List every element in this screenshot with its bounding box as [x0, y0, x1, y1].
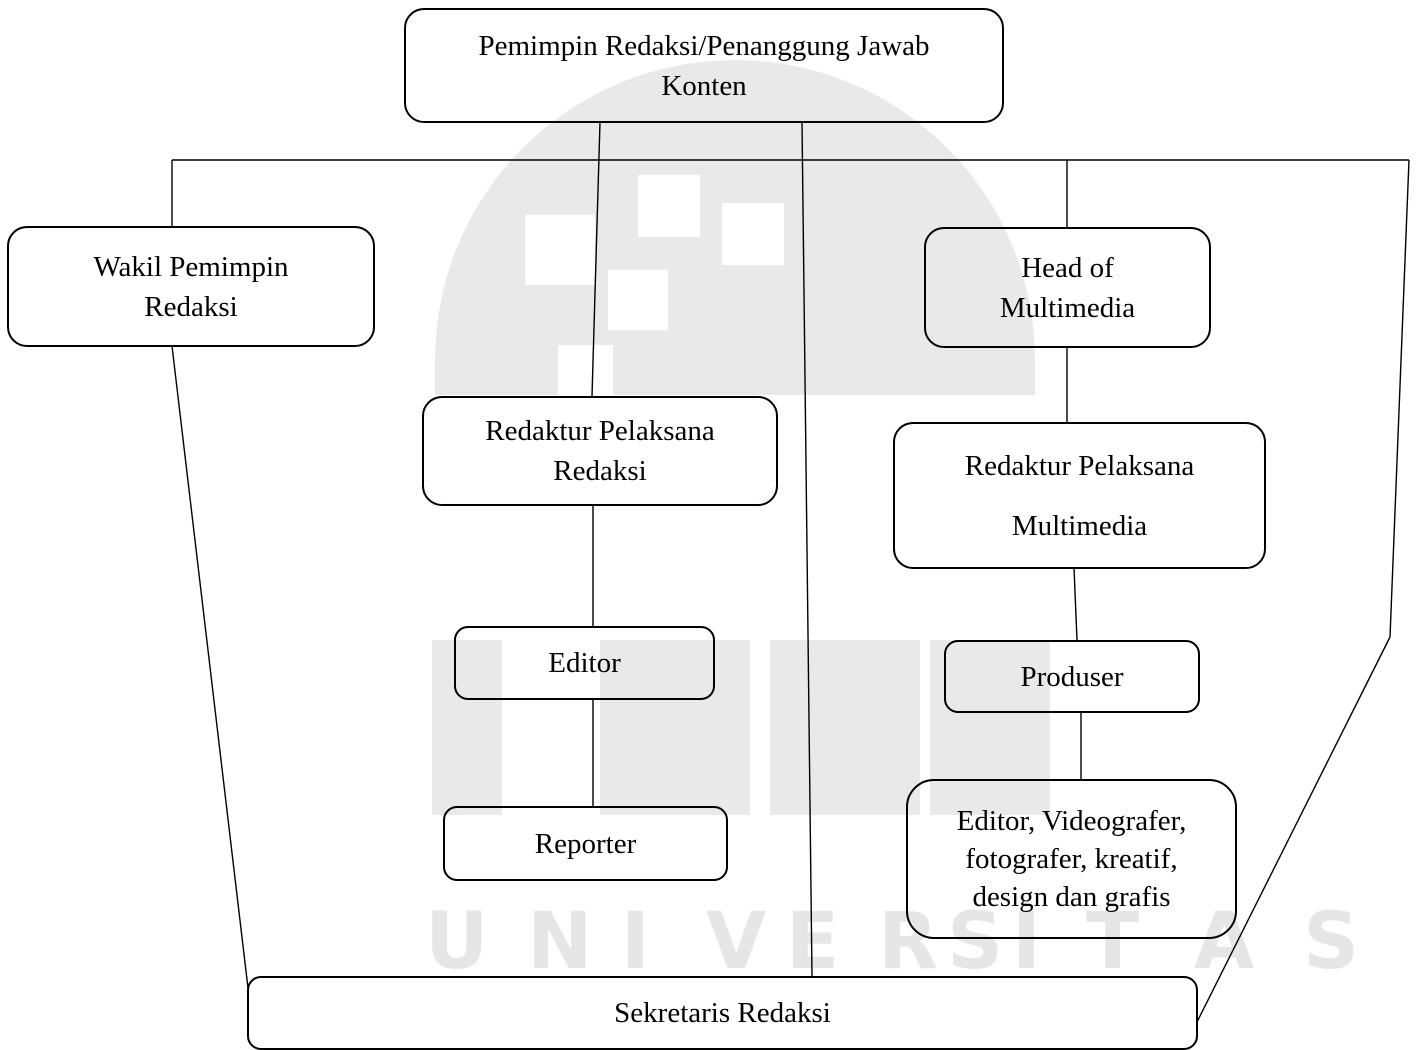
- node-label-line: Konten: [661, 69, 747, 102]
- node-label-line: Multimedia: [999, 291, 1136, 324]
- line-pemimpin-to-sekretaris: [801, 121, 813, 977]
- watermark-square-5: [558, 345, 613, 395]
- node-label-line: Reporter: [534, 827, 637, 860]
- watermark-letter: N: [527, 897, 592, 987]
- watermark-letter: I: [621, 897, 650, 987]
- watermark-square-3: [722, 203, 784, 265]
- node-label-line: Pemimpin Redaksi/Penanggung Jawab: [478, 29, 930, 62]
- node-tim-multimedia: Editor, Videografer, fotografer, kreatif…: [906, 779, 1237, 939]
- line-redaktur-multimedia-to-produser: [1073, 567, 1078, 641]
- node-label-line: Redaksi: [553, 455, 647, 487]
- watermark-square-4: [608, 270, 668, 330]
- watermark-square-2: [638, 175, 700, 237]
- node-label-line: Editor, Videografer,: [956, 805, 1187, 837]
- watermark-letter: U: [425, 897, 488, 987]
- line-pemimpin-to-redaktur-redaksi: [591, 121, 601, 397]
- node-label-line: Produser: [1020, 660, 1124, 693]
- node-redaktur-pelaksana-multimedia: Redaktur Pelaksana Multimedia: [893, 422, 1266, 569]
- node-label-line: Wakil Pemimpin: [93, 250, 289, 283]
- node-label-line: design dan grafis: [972, 881, 1171, 913]
- node-label-line: fotografer, kreatif,: [965, 843, 1178, 875]
- node-label-line: Redaktur Pelaksana: [485, 415, 715, 447]
- node-produser: Produser: [944, 640, 1200, 713]
- node-editor: Editor: [454, 626, 715, 700]
- node-wakil-pemimpin-redaksi: Wakil Pemimpin Redaksi: [7, 226, 375, 347]
- node-redaktur-pelaksana-redaksi: Redaktur Pelaksana Redaksi: [422, 396, 778, 506]
- node-label-line: Redaksi: [144, 290, 238, 323]
- node-head-of-multimedia: Head of Multimedia: [924, 227, 1211, 348]
- line-wakil-to-sekretaris: [171, 345, 249, 989]
- watermark-square-1: [525, 215, 595, 285]
- node-label-line: Editor: [548, 647, 621, 679]
- node-sekretaris-redaksi: Sekretaris Redaksi: [247, 976, 1198, 1050]
- watermark-letter-m2: [770, 640, 920, 815]
- watermark-letter: V: [706, 897, 766, 987]
- watermark-letter: S: [1303, 897, 1359, 987]
- watermark-letter: E: [786, 897, 839, 987]
- node-reporter: Reporter: [443, 806, 728, 881]
- node-pemimpin-redaksi: Pemimpin Redaksi/Penanggung Jawab Konten: [404, 8, 1004, 123]
- node-label-line: Multimedia: [1011, 509, 1148, 542]
- node-label-line: Redaktur Pelaksana: [964, 449, 1195, 482]
- node-label-line: Sekretaris Redaksi: [614, 997, 831, 1029]
- node-label-line: Head of: [1021, 251, 1114, 284]
- right-outer-line: [1389, 159, 1410, 638]
